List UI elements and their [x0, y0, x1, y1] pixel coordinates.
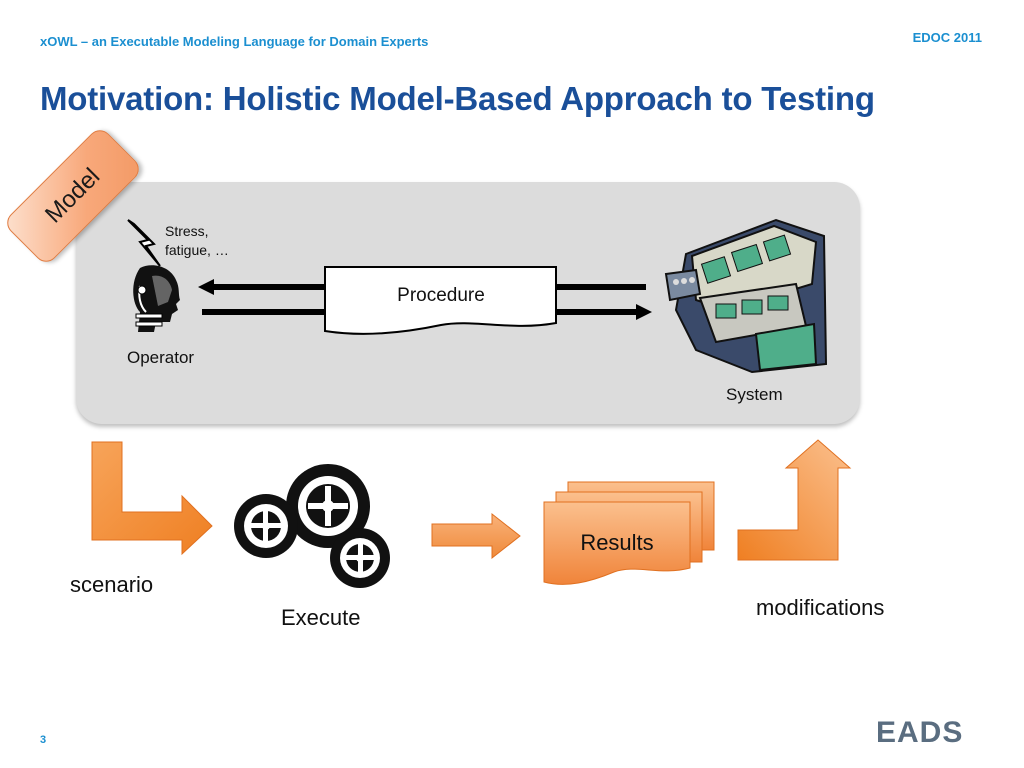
scenario-arrow [91, 441, 213, 556]
procedure-arrows [198, 279, 652, 320]
gears-icon [234, 464, 390, 588]
system-label: System [726, 385, 783, 404]
presentation-subtitle: xOWL – an Executable Modeling Language f… [40, 34, 429, 49]
eads-logo: EADS [876, 716, 964, 749]
procedure-document [324, 266, 557, 335]
conference-label: EDOC 2011 [912, 30, 982, 45]
stress-note: Stress, fatigue, … [165, 222, 229, 260]
modifications-arrow [737, 439, 852, 561]
page-number: 3 [40, 734, 47, 746]
scenario-label: scenario [70, 572, 154, 597]
results-label: Results [580, 530, 654, 555]
results-arrow [431, 512, 521, 560]
execute-label: Execute [281, 605, 361, 630]
system-icon [664, 218, 828, 374]
procedure-label: Procedure [397, 285, 485, 306]
slide-title: Motivation: Holistic Model-Based Approac… [40, 80, 875, 117]
operator-label: Operator [127, 348, 195, 367]
results-documents [543, 481, 715, 585]
modifications-label: modifications [756, 595, 885, 620]
stress-note-line-1: Stress, [165, 223, 209, 239]
operator-icon [127, 219, 180, 332]
stress-note-line-2: fatigue, … [165, 242, 229, 258]
